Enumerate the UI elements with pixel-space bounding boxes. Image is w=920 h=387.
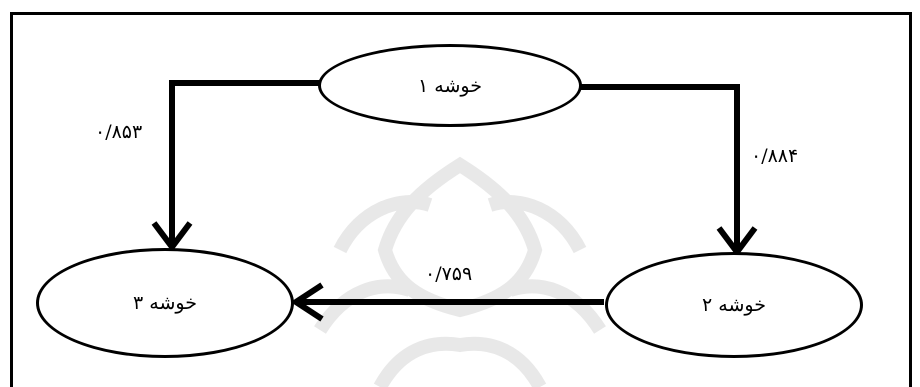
edge-label-cluster1-to-cluster2: ۰/۸۸۴ bbox=[751, 145, 799, 167]
edge-label-cluster1-to-cluster3: ۰/۸۵۳ bbox=[95, 121, 143, 143]
arrowhead-cluster3-right bbox=[290, 282, 324, 322]
edge-cluster1-to-cluster2 bbox=[580, 84, 740, 248]
cluster3-node: خوشه ۳ bbox=[36, 248, 294, 358]
edge-cluster1-to-cluster3 bbox=[169, 80, 322, 243]
cluster2-label: خوشه ۲ bbox=[702, 294, 766, 316]
arrowhead-cluster3-top bbox=[151, 221, 193, 252]
cluster2-node: خوشه ۲ bbox=[605, 252, 863, 358]
edge-label-cluster2-to-cluster3: ۰/۷۵۹ bbox=[425, 263, 473, 285]
cluster1-node: خوشه ۱ bbox=[318, 44, 582, 127]
diagram-border bbox=[10, 12, 912, 387]
cluster3-label: خوشه ۳ bbox=[133, 292, 197, 314]
cluster1-label: خوشه ۱ bbox=[418, 74, 482, 97]
